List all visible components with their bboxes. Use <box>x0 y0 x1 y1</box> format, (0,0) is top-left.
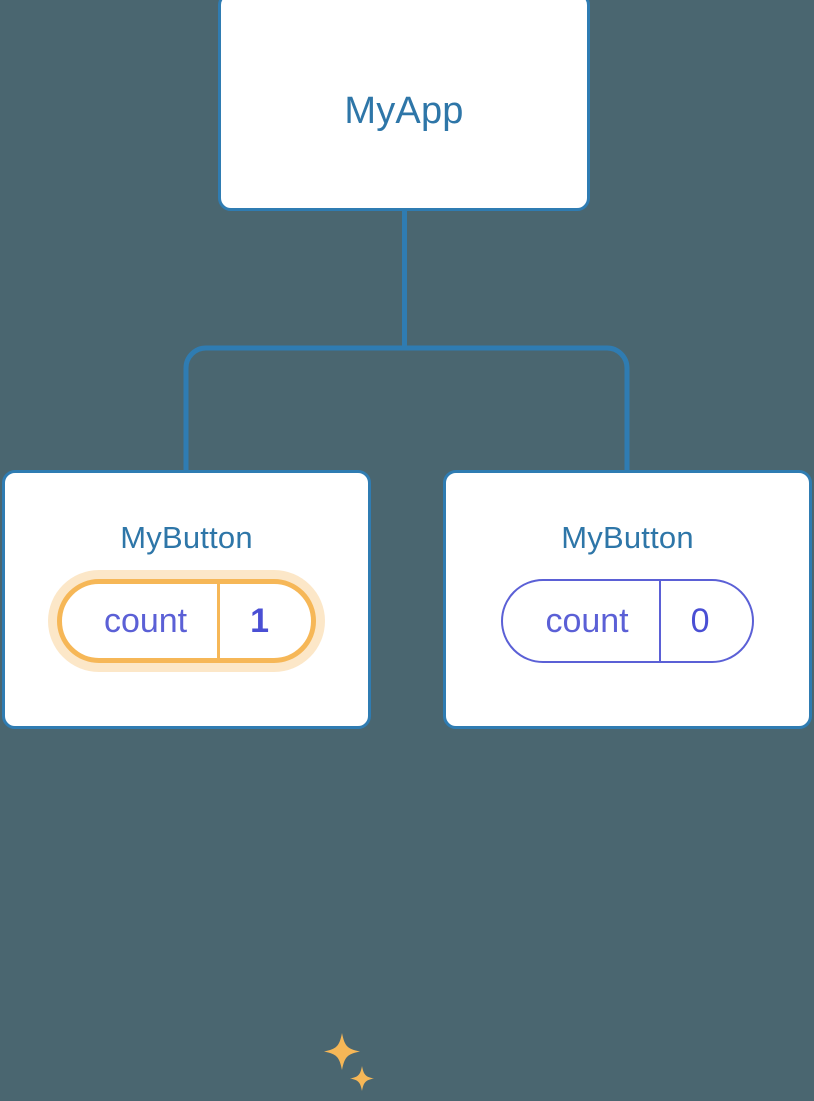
sparkle-large-icon <box>324 1033 360 1070</box>
state-value: 1 <box>217 584 311 658</box>
state-pill-highlighted[interactable]: count 1 <box>56 579 317 663</box>
state-key: count <box>103 601 188 640</box>
node-mybutton-0[interactable]: MyButton count 1 <box>2 470 374 1091</box>
sparkle-group <box>324 1033 374 1091</box>
node-title: MyApp <box>344 90 464 132</box>
state-pill-wrap: count 1 <box>5 579 368 663</box>
state-pill-wrap: count 0 <box>446 579 809 663</box>
edge-branch-left <box>183 345 405 472</box>
sparkle-small-icon <box>350 1066 374 1091</box>
state-value: 0 <box>658 581 752 661</box>
node-title: MyButton <box>561 520 694 555</box>
edge-branch-right <box>404 345 630 472</box>
node-myapp[interactable]: MyApp <box>218 0 590 211</box>
node-mybutton-1[interactable]: MyButton count 0 <box>443 470 812 729</box>
node-title: MyButton <box>120 520 253 555</box>
state-pill[interactable]: count 0 <box>501 579 754 663</box>
state-key: count <box>545 601 629 640</box>
